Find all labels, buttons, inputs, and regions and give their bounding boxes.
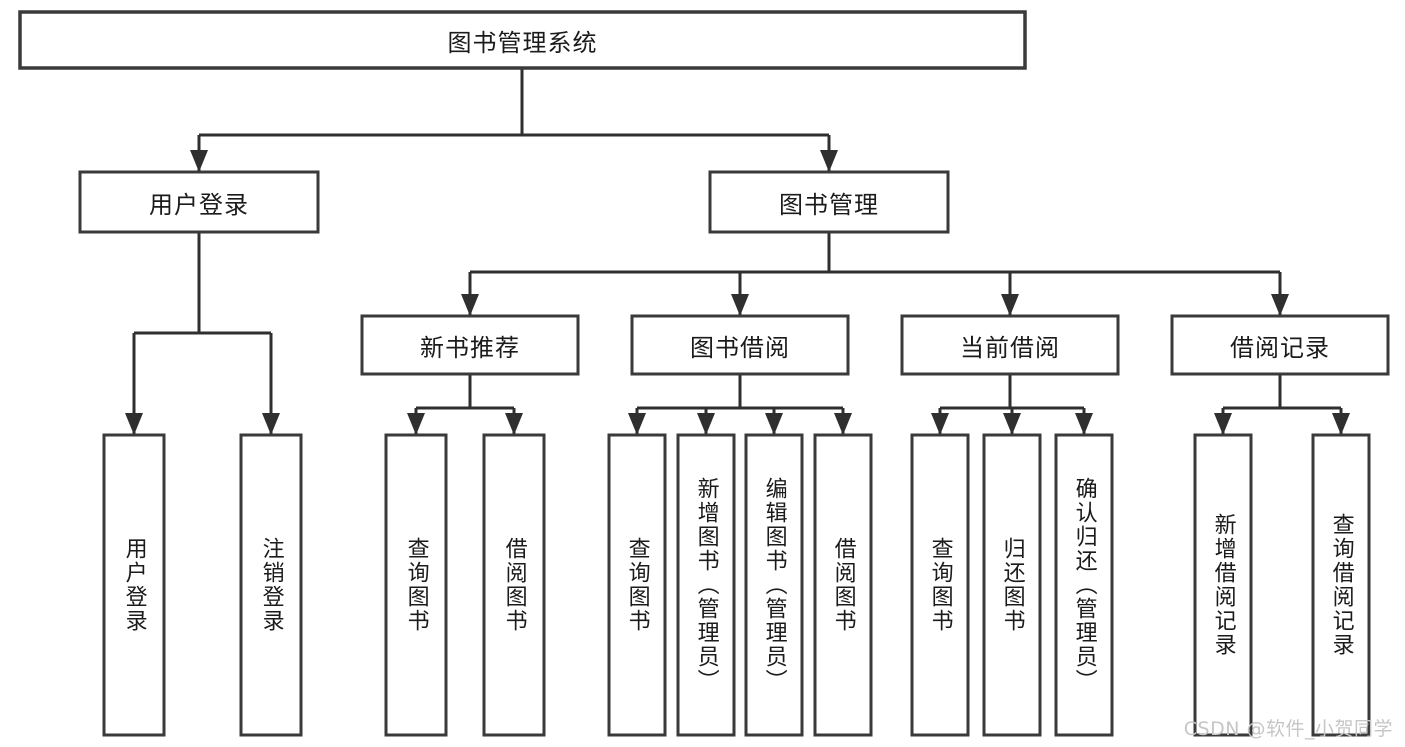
node-box-leaf-user-login[interactable] [102, 433, 166, 737]
node-box-layer [18, 10, 1390, 737]
node-box-user-login[interactable] [78, 170, 320, 234]
arrow-head-icon [820, 150, 838, 172]
arrow-head-icon [697, 413, 715, 435]
connector-book-borrow-bus [628, 374, 852, 435]
connector-book-manage-bus [461, 232, 1289, 316]
node-box-leaf-confirm-return-admin[interactable] [1054, 433, 1114, 737]
node-box-leaf-logout[interactable] [239, 433, 303, 737]
arrow-head-icon [765, 413, 783, 435]
arrow-head-icon [1075, 413, 1093, 435]
arrow-head-icon [190, 150, 208, 172]
node-box-leaf-query-book-current[interactable] [910, 433, 970, 737]
arrow-head-icon [262, 413, 280, 435]
node-box-book-manage[interactable] [708, 170, 950, 234]
arrow-head-icon [834, 413, 852, 435]
node-box-leaf-add-book-admin[interactable] [676, 433, 736, 737]
arrow-head-icon [1003, 413, 1021, 435]
connector-layer [125, 68, 1350, 435]
node-box-leaf-borrow-book[interactable] [813, 433, 873, 737]
arrow-head-icon [628, 413, 646, 435]
watermark-label: CSDN @软件_小贺同学 [1183, 718, 1393, 740]
node-box-leaf-edit-book-admin[interactable] [744, 433, 804, 737]
arrow-head-icon [1271, 294, 1289, 316]
node-box-book-borrow[interactable] [630, 314, 850, 376]
arrow-head-icon [931, 413, 949, 435]
arrow-head-icon [1001, 294, 1019, 316]
arrow-head-icon [407, 413, 425, 435]
node-box-new-book-recommend[interactable] [360, 314, 580, 376]
node-box-leaf-add-borrow-record[interactable] [1193, 433, 1253, 737]
arrow-head-icon [731, 294, 749, 316]
arrow-head-icon [461, 294, 479, 316]
node-box-leaf-query-book-borrow[interactable] [607, 433, 667, 737]
node-box-leaf-borrow-book-recommend[interactable] [482, 433, 546, 737]
node-box-root[interactable] [18, 10, 1027, 70]
connector-borrow-records-bus [1214, 374, 1350, 435]
connector-current-borrow-bus [931, 374, 1093, 435]
connector-new-book-recommend-bus [407, 374, 523, 435]
arrow-head-icon [125, 413, 143, 435]
node-box-leaf-query-book-recommend[interactable] [384, 433, 448, 737]
node-box-leaf-query-borrow-record[interactable] [1311, 433, 1371, 737]
arrow-head-icon [505, 413, 523, 435]
node-box-leaf-return-book[interactable] [982, 433, 1042, 737]
arrow-head-icon [1332, 413, 1350, 435]
connector-root-bus [190, 68, 838, 172]
node-box-borrow-records[interactable] [1170, 314, 1390, 376]
connector-user-login-bus [125, 232, 280, 435]
arrow-head-icon [1214, 413, 1232, 435]
node-box-current-borrow[interactable] [900, 314, 1120, 376]
